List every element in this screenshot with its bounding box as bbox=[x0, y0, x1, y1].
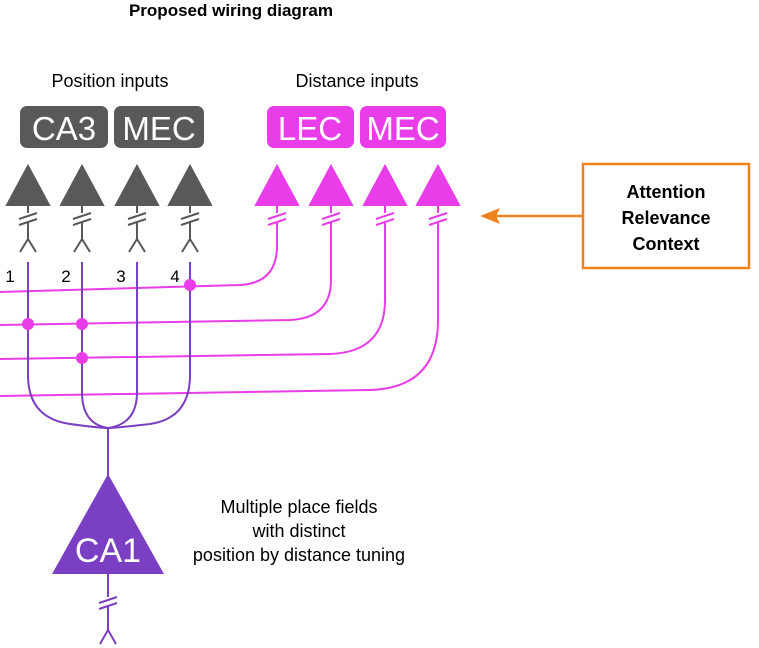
region-label-mec-distance: MEC bbox=[366, 110, 439, 147]
contact-dot bbox=[76, 352, 88, 364]
context-line-relevance: Relevance bbox=[621, 208, 710, 228]
diagram-title: Proposed wiring diagram bbox=[129, 1, 333, 20]
contact-dot bbox=[184, 279, 196, 291]
ca1-label: CA1 bbox=[75, 532, 141, 570]
dendrite-3 bbox=[107, 262, 138, 429]
ca1-dendrites bbox=[27, 262, 191, 478]
distance-inputs-label: Distance inputs bbox=[295, 71, 418, 91]
distance-axon-2 bbox=[0, 222, 332, 326]
ca1-neuron: CA1 bbox=[52, 474, 164, 574]
dendrite-2 bbox=[81, 262, 109, 429]
position-neuron-4 bbox=[167, 163, 213, 206]
distance-axon-4 bbox=[0, 222, 439, 397]
synaptic-contacts bbox=[22, 279, 196, 364]
region-label-lec: LEC bbox=[278, 110, 342, 147]
distance-neuron-3 bbox=[362, 163, 408, 206]
position-synapses bbox=[18, 205, 200, 253]
context-arrow bbox=[480, 208, 583, 224]
distance-neuron-1 bbox=[254, 163, 300, 206]
ca1-output-synapse bbox=[98, 574, 118, 645]
distance-neuron-4 bbox=[415, 163, 461, 206]
position-synapse-4 bbox=[180, 205, 200, 253]
region-box-lec: LEC bbox=[267, 106, 354, 148]
position-inputs-label: Position inputs bbox=[51, 71, 168, 91]
dendrite-4 bbox=[107, 262, 191, 429]
distance-input-neurons bbox=[254, 163, 461, 206]
position-synapse-1 bbox=[18, 205, 38, 253]
dendrite-number-1: 1 bbox=[5, 267, 14, 286]
dendrite-number-3: 3 bbox=[116, 267, 125, 286]
distance-axon-3 bbox=[0, 222, 386, 360]
position-synapse-2 bbox=[72, 205, 92, 253]
region-label-ca3: CA3 bbox=[32, 110, 96, 147]
ca1-description-line-3: position by distance tuning bbox=[193, 545, 405, 565]
dendrite-number-2: 2 bbox=[61, 267, 70, 286]
position-input-neurons bbox=[5, 163, 213, 206]
position-synapse-3 bbox=[127, 205, 147, 253]
context-box: Attention Relevance Context bbox=[581, 162, 751, 270]
position-neuron-1 bbox=[5, 163, 51, 206]
region-box-mec-position: MEC bbox=[114, 106, 204, 148]
distance-synapse-marks bbox=[267, 205, 448, 226]
region-box-mec-distance: MEC bbox=[360, 106, 446, 148]
dendrite-1 bbox=[27, 262, 109, 429]
region-box-ca3: CA3 bbox=[20, 106, 108, 148]
ca1-description-line-1: Multiple place fields bbox=[220, 497, 377, 517]
position-neuron-2 bbox=[59, 163, 105, 206]
region-label-mec-position: MEC bbox=[122, 110, 195, 147]
distance-neuron-2 bbox=[308, 163, 354, 206]
distance-axons bbox=[0, 222, 439, 397]
contact-dot bbox=[22, 318, 34, 330]
position-neuron-3 bbox=[114, 163, 160, 206]
dendrite-number-4: 4 bbox=[170, 267, 179, 286]
contact-dot bbox=[76, 318, 88, 330]
ca1-description-line-2: with distinct bbox=[251, 521, 345, 541]
distance-axon-1 bbox=[0, 222, 278, 293]
context-line-context: Context bbox=[633, 234, 700, 254]
context-line-attention: Attention bbox=[627, 182, 706, 202]
